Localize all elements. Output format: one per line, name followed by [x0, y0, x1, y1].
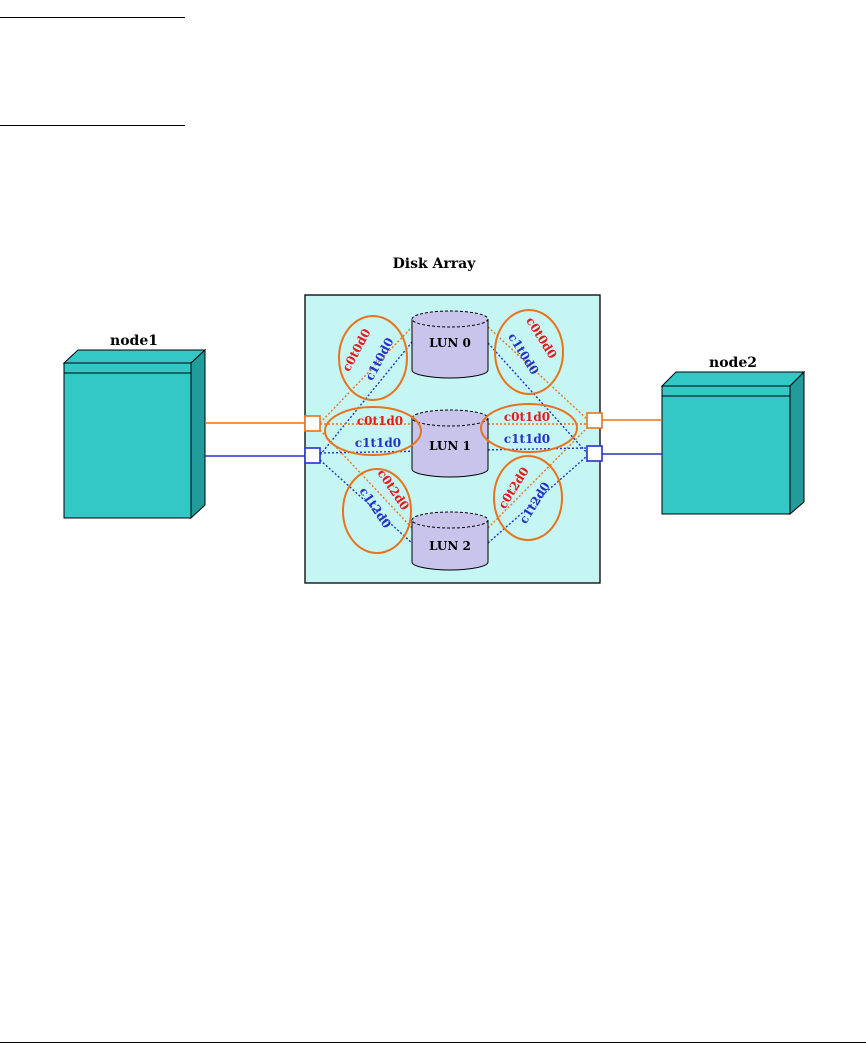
lun2-disk[interactable]: LUN 2	[411, 511, 489, 571]
node2-side	[789, 370, 805, 516]
n1-lun1-alternate-label: c1t1d0	[355, 436, 401, 450]
lun0-disk[interactable]: LUN 0	[411, 310, 489, 379]
lun0-top	[411, 310, 489, 328]
lun1-body	[411, 418, 489, 478]
path-n1-lun2-alternate	[319, 459, 413, 544]
top-rule-2	[0, 125, 185, 126]
ring-n1-lun1	[324, 406, 422, 456]
node2[interactable]: node2	[660, 355, 806, 516]
node1-top	[62, 349, 207, 364]
node1-alternate-port[interactable]	[304, 447, 321, 464]
ring-n2-lun1	[480, 403, 578, 453]
path-rings	[324, 309, 578, 554]
node1-label: node1	[110, 333, 158, 349]
top-rule-1	[0, 17, 185, 18]
bottom-rule	[0, 1042, 866, 1043]
path-n2-lun0-alternate	[487, 342, 588, 454]
ring-n1-lun0	[338, 315, 408, 401]
lun1-label: LUN 1	[429, 439, 471, 453]
lun2-body	[411, 520, 489, 571]
node2-top	[660, 371, 806, 387]
n2-lun1-alternate-label: c1t1d0	[504, 432, 550, 446]
ring-n2-lun2	[493, 455, 563, 541]
node1-side	[190, 348, 206, 520]
node1-front	[63, 362, 192, 519]
path-n2-lun2-primary	[487, 427, 588, 529]
node2-label: node2	[709, 355, 757, 371]
path-n1-lun2-primary	[319, 429, 413, 529]
node1-primary-port[interactable]	[304, 415, 321, 432]
lun0-label: LUN 0	[429, 336, 471, 350]
diagram-title: Disk Array	[393, 256, 477, 272]
lun1-top	[411, 409, 489, 427]
lun0-body	[411, 319, 489, 379]
node1[interactable]: node1	[62, 333, 207, 520]
lun2-label: LUN 2	[429, 539, 471, 553]
node2-front	[661, 385, 791, 515]
ring-n1-lun2	[342, 468, 412, 554]
lun1-disk[interactable]: LUN 1	[411, 409, 489, 478]
lun2-top	[411, 511, 489, 529]
path-n2-lun0-primary	[487, 326, 588, 420]
n1-lun1-primary-label: c0t1d0	[357, 414, 403, 428]
node2-alternate-port[interactable]	[586, 445, 603, 462]
ring-n2-lun0	[494, 309, 564, 395]
node2-primary-port[interactable]	[586, 412, 603, 429]
n2-lun1-primary-label: c0t1d0	[504, 410, 550, 424]
